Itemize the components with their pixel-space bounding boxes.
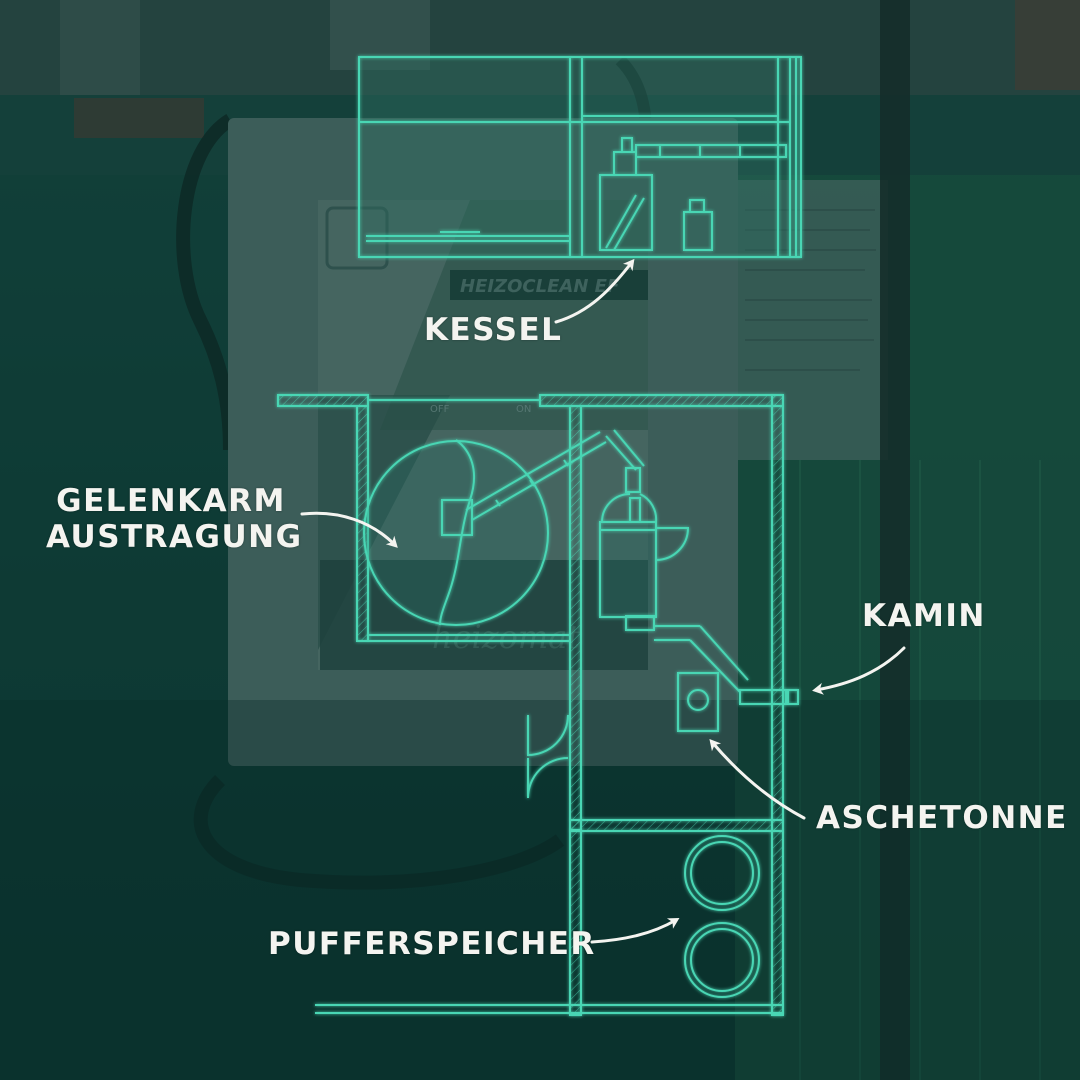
label-gelenkarm-line2: AUSTRAGUNG [46, 519, 303, 555]
kessel-flue-pipe [635, 144, 787, 158]
aschetonne-arrow [709, 738, 806, 820]
chimney-pipe [739, 689, 789, 705]
buffer-tank-2 [684, 922, 760, 998]
storage-circle [363, 440, 549, 626]
kamin-arrow [812, 646, 906, 695]
label-pufferspeicher: PUFFERSPEICHER [268, 926, 596, 962]
label-kessel: KESSEL [424, 312, 562, 348]
kessel-arrow [554, 258, 635, 324]
label-gelenkarm-line1: GELENKARM [56, 483, 286, 519]
blueprint-drawing [277, 56, 802, 1016]
label-aschetonne-text: ASCHETONNE [816, 800, 1068, 836]
gelenkarm-arrow [300, 511, 398, 548]
buffer-tank-1 [684, 835, 760, 911]
label-gelenkarm-austragung: GELENKARM AUSTRAGUNG [46, 483, 303, 555]
floor-plan [277, 394, 799, 1016]
label-kamin: KAMIN [862, 598, 986, 634]
label-pufferspeicher-text: PUFFERSPEICHER [268, 926, 596, 962]
kessel-elevation [358, 56, 802, 258]
pufferspeicher-arrow [590, 917, 680, 944]
label-kessel-text: KESSEL [424, 312, 563, 348]
label-kamin-text: KAMIN [862, 598, 986, 634]
label-aschetonne: ASCHETONNE [816, 800, 1068, 836]
boiler-plan [599, 521, 657, 618]
ash-bin-plan [677, 672, 719, 732]
